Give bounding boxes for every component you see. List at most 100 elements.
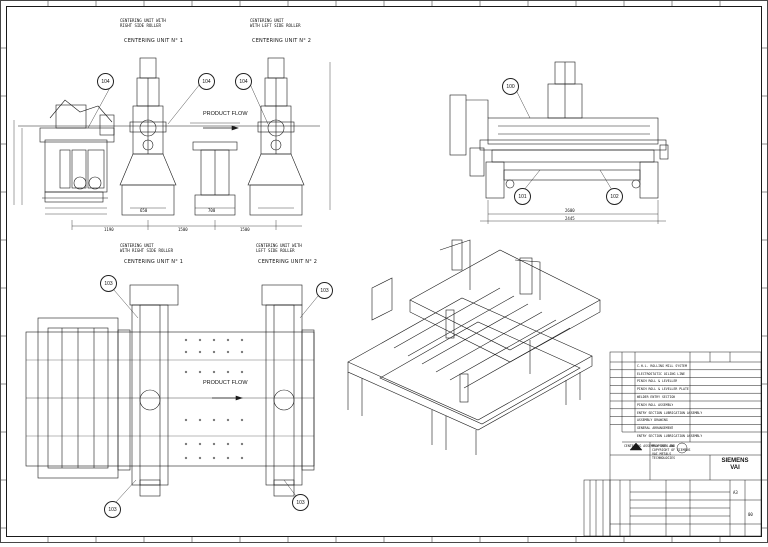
front-unit2-caption: CENTERING UNIT WITH LEFT SIDE ROLLER xyxy=(250,18,301,28)
company-logo-line: VAI xyxy=(730,465,740,471)
plan-hole-mark xyxy=(212,442,216,446)
title-block-drawing-ref: CENTERING ASSEMBLY 1001-00 xyxy=(624,444,674,448)
plan-hole-mark xyxy=(198,350,202,354)
plan-hole-mark xyxy=(226,338,230,342)
iso-frame-a xyxy=(347,297,593,421)
title-block-item: GENERAL ARRANGEMENT xyxy=(637,426,674,431)
plan-hole-mark xyxy=(226,456,230,460)
plan-hole-mark xyxy=(226,442,230,446)
plan-hole-mark xyxy=(198,418,202,422)
plan-hole-mark xyxy=(226,350,230,354)
iso-view xyxy=(347,239,601,455)
dim-2600: 2600 xyxy=(565,208,575,213)
callout-103-b: 103 xyxy=(316,282,333,299)
plan-hole-mark xyxy=(184,350,188,354)
caption-line: CENTERING UNIT WITH xyxy=(120,18,166,23)
plan-hole-mark xyxy=(184,442,188,446)
plan-hole-mark xyxy=(184,370,188,374)
plan-hole-mark xyxy=(212,338,216,342)
sheet-size: A3 xyxy=(733,490,738,495)
front-unit1-title: CENTERING UNIT N° 1 xyxy=(124,38,184,44)
plan-hole-mark xyxy=(198,442,202,446)
dim-1500-a: 1500 xyxy=(178,227,188,232)
title-block-item: C.H.L. ROLLING MILL SYSTEM xyxy=(637,363,687,368)
plan-unit2-caption: CENTERING UNIT WITH LEFT SIDE ROLLER xyxy=(256,243,302,253)
callout-103-d: 103 xyxy=(292,494,309,511)
plan-hole-mark xyxy=(240,456,244,460)
plan-hole-mark xyxy=(226,370,230,374)
plan-unit2-title: CENTERING UNIT N° 2 xyxy=(258,259,318,265)
inner-border xyxy=(6,6,762,537)
plan-table xyxy=(25,331,315,467)
title-block-item: ELECTROSTATIC OILING LINE xyxy=(637,371,685,376)
title-block-item: PINCH ROLL ASSEMBLY xyxy=(637,402,674,407)
company-logo-line: SIEMENS xyxy=(721,458,749,464)
callout-104-a: 104 xyxy=(97,73,114,90)
front-body-left xyxy=(44,139,108,193)
plan-hole-mark xyxy=(240,418,244,422)
callout-104-c: 104 xyxy=(235,73,252,90)
plan-unit1-head xyxy=(129,284,179,306)
front-unit2-head xyxy=(267,57,285,79)
title-block-item: PINCH ROLL & LEVELLER xyxy=(637,379,678,384)
callout-103-c: 103 xyxy=(104,501,121,518)
title-block xyxy=(583,351,762,537)
plan-unit1-caption: CENTERING UNIT WITH RIGHT SIDE ROLLER xyxy=(120,243,173,253)
dim-1500-b: 1500 xyxy=(240,227,250,232)
caption-line: CENTERING UNIT xyxy=(120,243,154,248)
caption-line: CENTERING UNIT xyxy=(250,18,284,23)
caption-line: CENTERING UNIT WITH xyxy=(256,243,302,248)
callout-100: 100 xyxy=(502,78,519,95)
title-block-item: ASSEMBLY DRAWING xyxy=(637,418,668,423)
caption-line: WITH LEFT SIDE ROLLER xyxy=(250,22,301,28)
plan-hole-mark xyxy=(212,456,216,460)
title-block-confidential: PROPERTY AND COPYRIGHT OF SIEMENS VAI ME… xyxy=(652,444,691,460)
plan-unit2-head xyxy=(261,284,303,306)
plan-hole-mark xyxy=(212,350,216,354)
plan-hole-mark xyxy=(198,370,202,374)
plan-hole-mark xyxy=(184,418,188,422)
front-middle-stand xyxy=(192,141,238,151)
plan-hole-mark xyxy=(226,418,230,422)
caption-line: WITH RIGHT SIDE ROLLER xyxy=(120,247,173,253)
plan-hole-mark xyxy=(198,338,202,342)
plan-unit1-title: CENTERING UNIT N° 1 xyxy=(124,259,184,265)
company-logo: SIEMENS VAI xyxy=(712,458,758,472)
side-view xyxy=(449,61,669,224)
dim-650: 650 xyxy=(140,208,148,213)
title-block-frame xyxy=(609,351,762,537)
title-block-item: PINCH ROLL & LEVELLER PLATE xyxy=(637,387,689,392)
revision-strip xyxy=(583,479,611,537)
callout-104-b: 104 xyxy=(198,73,215,90)
caption-line: LEFT SIDE ROLLER xyxy=(256,247,295,253)
iso-frame-b xyxy=(409,249,601,351)
front-unit1-head xyxy=(139,57,157,79)
callout-102: 102 xyxy=(606,188,623,205)
dim-2445: 2445 xyxy=(565,216,575,221)
dim-700: 700 xyxy=(208,208,216,213)
front-product-flow: PRODUCT FLOW xyxy=(203,111,248,117)
plan-hole-mark xyxy=(240,442,244,446)
dim-1190: 1190 xyxy=(104,227,114,232)
title-block-mid-row: ENTRY SECTION LUBRICATION ASSEMBLY xyxy=(637,434,703,438)
plan-hole-mark xyxy=(212,370,216,374)
plan-hole-mark xyxy=(240,370,244,374)
front-unit2-title: CENTERING UNIT N° 2 xyxy=(252,38,312,44)
callout-101: 101 xyxy=(514,188,531,205)
plan-hole-mark xyxy=(198,456,202,460)
revision-number: 00 xyxy=(748,512,753,517)
plan-hole-mark xyxy=(184,338,188,342)
callout-103-a: 103 xyxy=(100,275,117,292)
plan-product-flow: PRODUCT FLOW xyxy=(203,380,248,386)
plan-hole-mark xyxy=(240,350,244,354)
title-block-item: WELDER ENTRY SECTION xyxy=(637,395,676,399)
title-block-item: ENTRY SECTION LUBRICATION ASSEMBLY xyxy=(637,410,703,415)
plan-view xyxy=(25,284,319,503)
plan-hole-mark xyxy=(184,456,188,460)
plan-hole-mark xyxy=(212,418,216,422)
plan-hole-mark xyxy=(240,338,244,342)
caption-line: RIGHT SIDE ROLLER xyxy=(120,22,161,28)
